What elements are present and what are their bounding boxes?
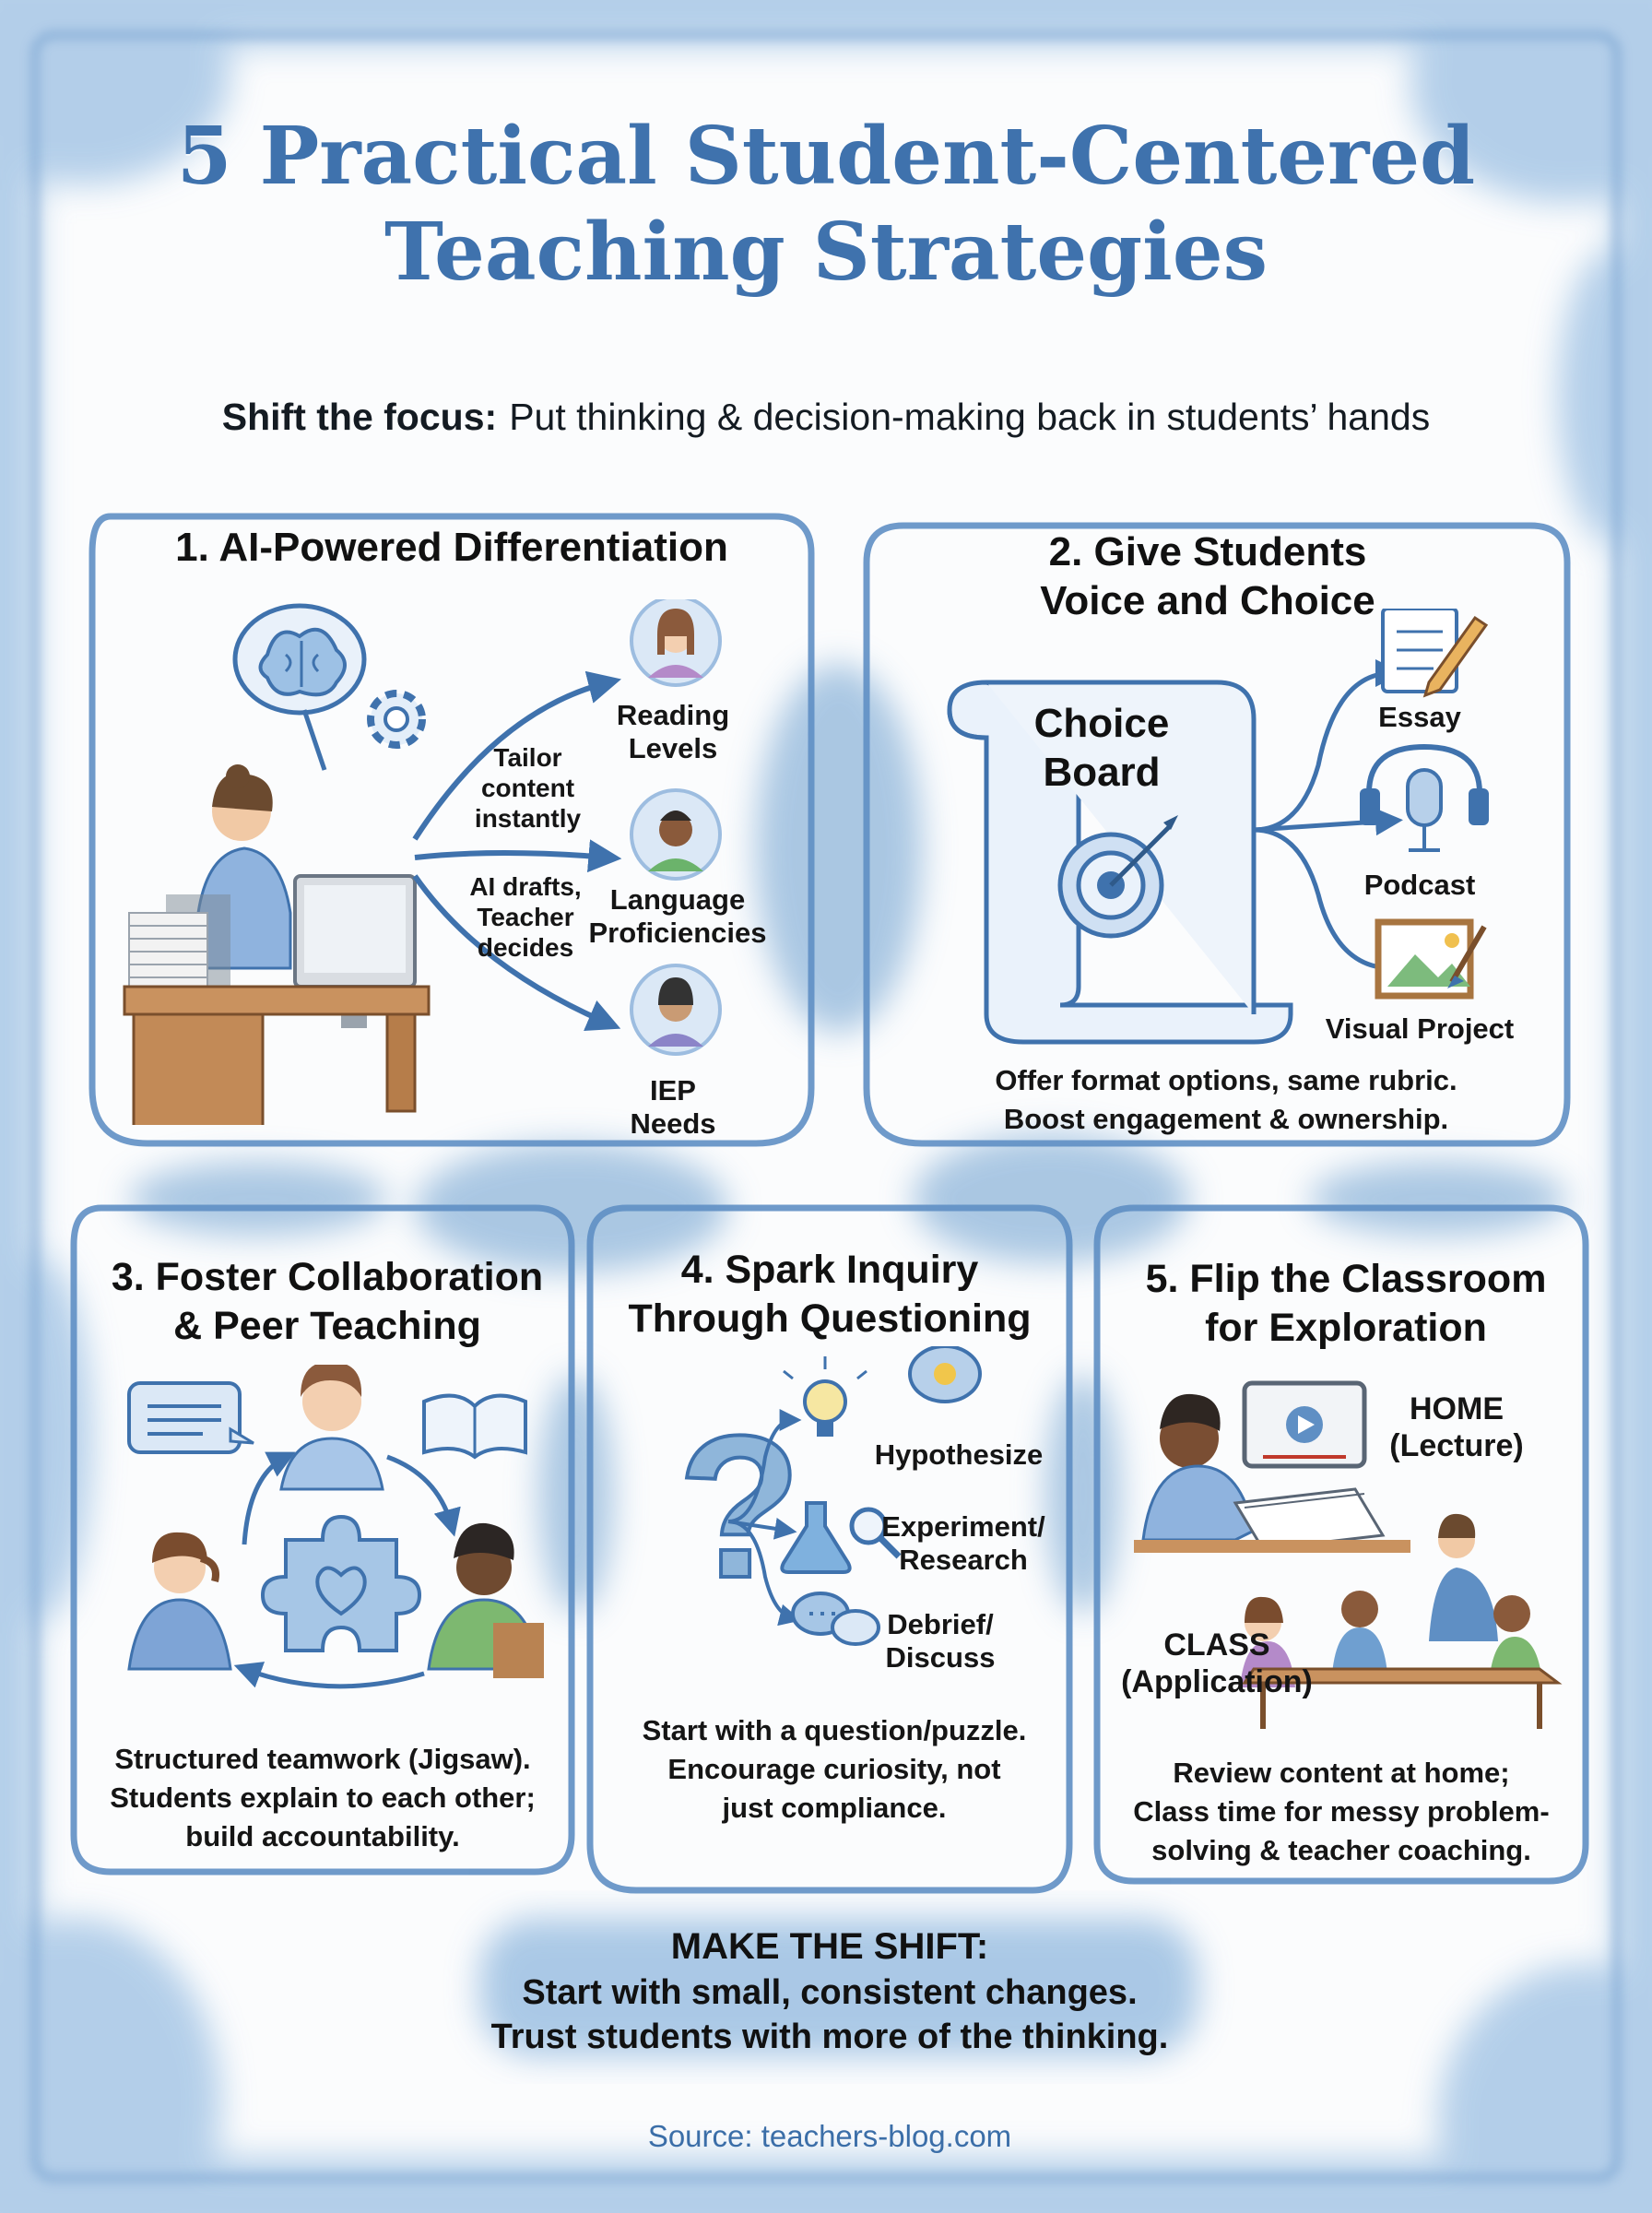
- make-the-shift-text: Start with small, consistent changes.Tru…: [490, 1973, 1169, 2056]
- chat-bubbles-icon: [791, 1592, 880, 1646]
- student-avatar-2-icon: [630, 788, 722, 881]
- student-avatar-3-icon: [630, 964, 722, 1056]
- subtitle: Shift the focus: Put thinking & decision…: [55, 391, 1597, 443]
- speech-bubble-icon: [127, 1381, 254, 1454]
- panel-4-description: Start with a question/puzzle.Encourage c…: [642, 1714, 1027, 1824]
- ai-differentiation-illustration: [123, 599, 722, 1125]
- student-right-icon: [427, 1522, 544, 1678]
- lightbulb-icon: [783, 1356, 867, 1437]
- picture-brush-icon: [1375, 918, 1487, 1000]
- option-essay: Essay: [1378, 701, 1461, 733]
- class-group-table-icon: [1240, 1513, 1563, 1729]
- inquiry-illustration: ?: [676, 1346, 982, 1646]
- option-podcast: Podcast: [1363, 869, 1476, 901]
- open-book-icon: [422, 1393, 527, 1460]
- option-visual-project: Visual Project: [1325, 1012, 1515, 1045]
- peer-teaching-illustration: [127, 1365, 544, 1689]
- home-label: HOME(Lecture): [1389, 1391, 1524, 1463]
- puzzle-heart-icon: [260, 1514, 422, 1652]
- notepad-pencil-icon: [1381, 609, 1489, 698]
- subtitle-text: Put thinking & decision-making back in s…: [509, 396, 1431, 438]
- microphone-icon: [1360, 743, 1489, 852]
- make-the-shift-heading: MAKE THE SHIFT:: [670, 1926, 989, 1967]
- step-hypothesize: Hypothesize: [874, 1438, 1044, 1471]
- gear-icon: [367, 690, 426, 749]
- choice-board-illustration: [947, 609, 1489, 1045]
- step-debrief-discuss: Debrief/Discuss: [885, 1608, 996, 1674]
- teacher-at-desk: [123, 764, 431, 1125]
- student-avatar-1-icon: [630, 599, 722, 687]
- class-label: CLASS(Application): [1121, 1627, 1313, 1699]
- brain-lightbulb-icon: [908, 1346, 982, 1403]
- panel-3-description: Structured teamwork (Jigsaw).Students ex…: [110, 1743, 536, 1852]
- source-credit: Source: teachers-blog.com: [647, 2119, 1012, 2153]
- panel-5-description: Review content at home;Class time for me…: [1133, 1757, 1550, 1866]
- student-top-icon: [279, 1365, 384, 1491]
- svg-text:?: ?: [678, 1393, 801, 1620]
- subtitle-lead: Shift the focus:: [221, 396, 498, 438]
- question-mark-icon: ?: [676, 1391, 803, 1622]
- title-line-2: Teaching Strategies: [384, 206, 1268, 299]
- panel-1-title: 1. AI-Powered Differentiation: [175, 525, 728, 570]
- panel-2-description: Offer format options, same rubric.Boost …: [995, 1064, 1457, 1135]
- step-experiment-research: Experiment/Research: [881, 1510, 1045, 1576]
- brain-icon: [232, 603, 367, 771]
- student-left-icon: [127, 1532, 232, 1671]
- title-line-1: 5 Practical Student-Centered: [176, 110, 1476, 203]
- flipped-classroom-illustration: [1134, 1380, 1563, 1729]
- page-title: 5 Practical Student-Centered Teaching St…: [55, 109, 1597, 301]
- student-with-tablet-icon: [1134, 1380, 1410, 1553]
- flask-magnifier-icon: [780, 1501, 902, 1574]
- target-icon: [1057, 815, 1178, 939]
- panel-3-title: 3. Foster Collaboration& Peer Teaching: [111, 1255, 544, 1348]
